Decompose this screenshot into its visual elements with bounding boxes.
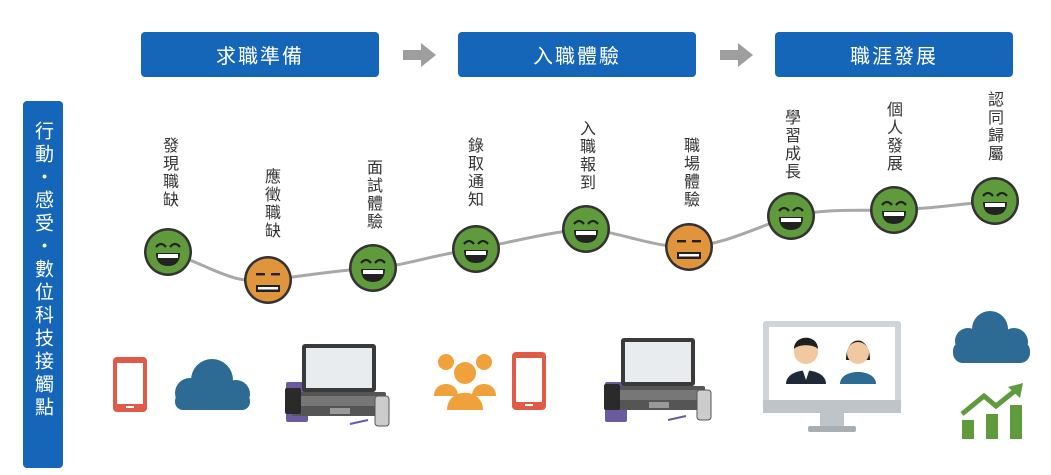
stage-label: 入職報到 <box>577 120 596 192</box>
stage-label: 應徵職缺 <box>262 168 281 240</box>
happy-face-icon <box>767 192 815 240</box>
happy-face-icon <box>349 244 397 292</box>
stage-label: 發現職缺 <box>160 137 179 209</box>
side-label: 行動・感受・數位科技接觸點 <box>23 101 63 468</box>
arrow-right-icon <box>403 43 436 67</box>
smartphone-icon <box>512 352 546 410</box>
laptop-icon <box>604 338 712 422</box>
happy-face-icon <box>971 177 1019 225</box>
phase-career-development: 職涯發展 <box>775 32 1013 77</box>
phase-job-search: 求職準備 <box>141 32 379 77</box>
monitor-video-icon <box>763 321 901 432</box>
people-icon <box>434 354 496 410</box>
phase-onboarding: 入職體驗 <box>458 32 696 77</box>
side-label-text: 行動・感受・數位科技接觸點 <box>32 121 54 420</box>
stage-label: 面試體驗 <box>364 159 383 231</box>
stage-label: 職場體驗 <box>681 137 700 209</box>
neutral-face-icon <box>244 256 292 304</box>
stage-label: 學習成長 <box>782 109 801 181</box>
stage-label: 個人發展 <box>884 101 903 173</box>
happy-face-icon <box>144 228 192 276</box>
cloud-icon <box>175 359 250 410</box>
neutral-face-icon <box>665 223 713 271</box>
stage-label: 認同歸屬 <box>985 91 1004 163</box>
happy-face-icon <box>562 205 610 253</box>
happy-face-icon <box>870 186 918 234</box>
growth-chart-icon <box>960 383 1023 439</box>
arrow-right-icon <box>720 43 753 67</box>
stage-label: 錄取通知 <box>465 137 484 209</box>
smartphone-icon <box>113 357 147 412</box>
laptop-icon <box>285 344 390 427</box>
happy-face-icon <box>452 225 500 273</box>
cloud-icon <box>953 311 1030 363</box>
